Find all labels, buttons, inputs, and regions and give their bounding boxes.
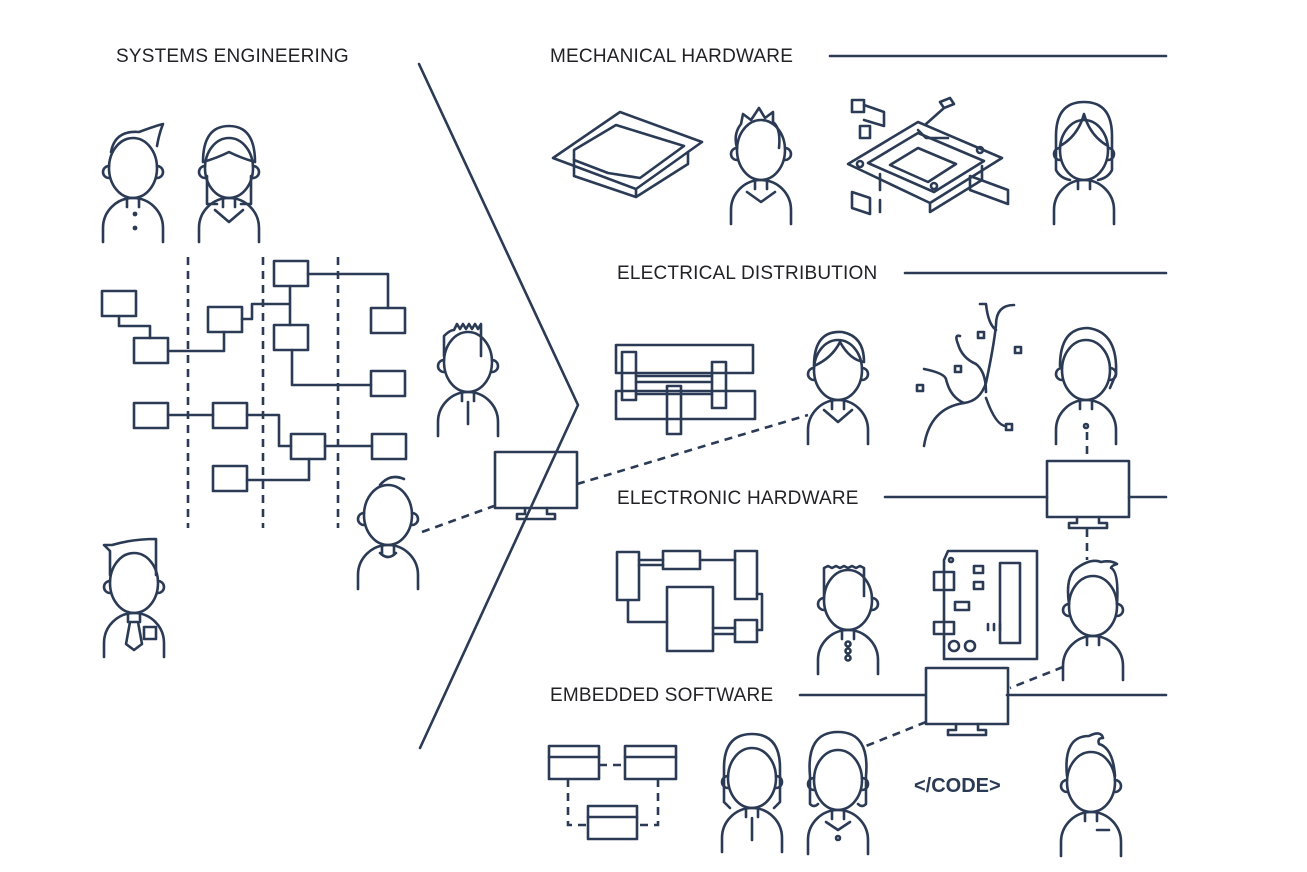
- person-swoop-hair-icon: [1061, 559, 1125, 682]
- block-diagram-icon: [100, 257, 408, 528]
- person-ponytail-icon: [806, 330, 870, 446]
- person-curly-hair-icon: [806, 730, 870, 856]
- section-title-embedded-software: EMBEDDED SOFTWARE: [550, 685, 774, 706]
- monitor-icon: [493, 450, 579, 521]
- person-flat-top-icon: [816, 564, 880, 676]
- person-male-icon: [101, 122, 165, 244]
- connector-dashed: [576, 413, 809, 486]
- person-spiky-hair-icon: [729, 106, 793, 226]
- wire-harness-frame-icon: [614, 343, 757, 436]
- exploded-enclosure-icon: [846, 96, 1010, 216]
- connector-dashed: [421, 504, 495, 534]
- person-long-hair-icon: [720, 732, 784, 854]
- person-long-hair-icon: [1052, 100, 1116, 226]
- chevron-divider: [417, 62, 580, 750]
- section-title-electronic-hardware: ELECTRONIC HARDWARE: [617, 488, 859, 509]
- section-title-mechanical-hardware: MECHANICAL HARDWARE: [550, 46, 794, 67]
- person-spiky-hair-icon: [436, 322, 500, 438]
- person-side-hair-icon: [1054, 326, 1118, 446]
- monitor-icon: [1045, 459, 1131, 530]
- circuit-block-icon: [615, 549, 764, 653]
- connector-dashed: [865, 720, 927, 748]
- person-female-icon: [197, 124, 261, 244]
- monitor-icon: [924, 666, 1010, 737]
- pcb-board-icon: [932, 549, 1039, 661]
- code-icon: </CODE>: [914, 775, 1001, 797]
- section-title-electrical-distribution: ELECTRICAL DISTRIBUTION: [617, 263, 878, 284]
- software-blocks-icon: [547, 744, 678, 841]
- section-title-systems-engineering: SYSTEMS ENGINEERING: [116, 46, 349, 67]
- enclosure-tray-icon: [551, 110, 704, 199]
- person-tie-icon: [102, 537, 166, 659]
- connector-dashed: [1009, 665, 1064, 690]
- cable-bundle-icon: [915, 302, 1023, 448]
- person-engineer-icon: [356, 475, 420, 591]
- person-side-part-icon: [1059, 732, 1123, 858]
